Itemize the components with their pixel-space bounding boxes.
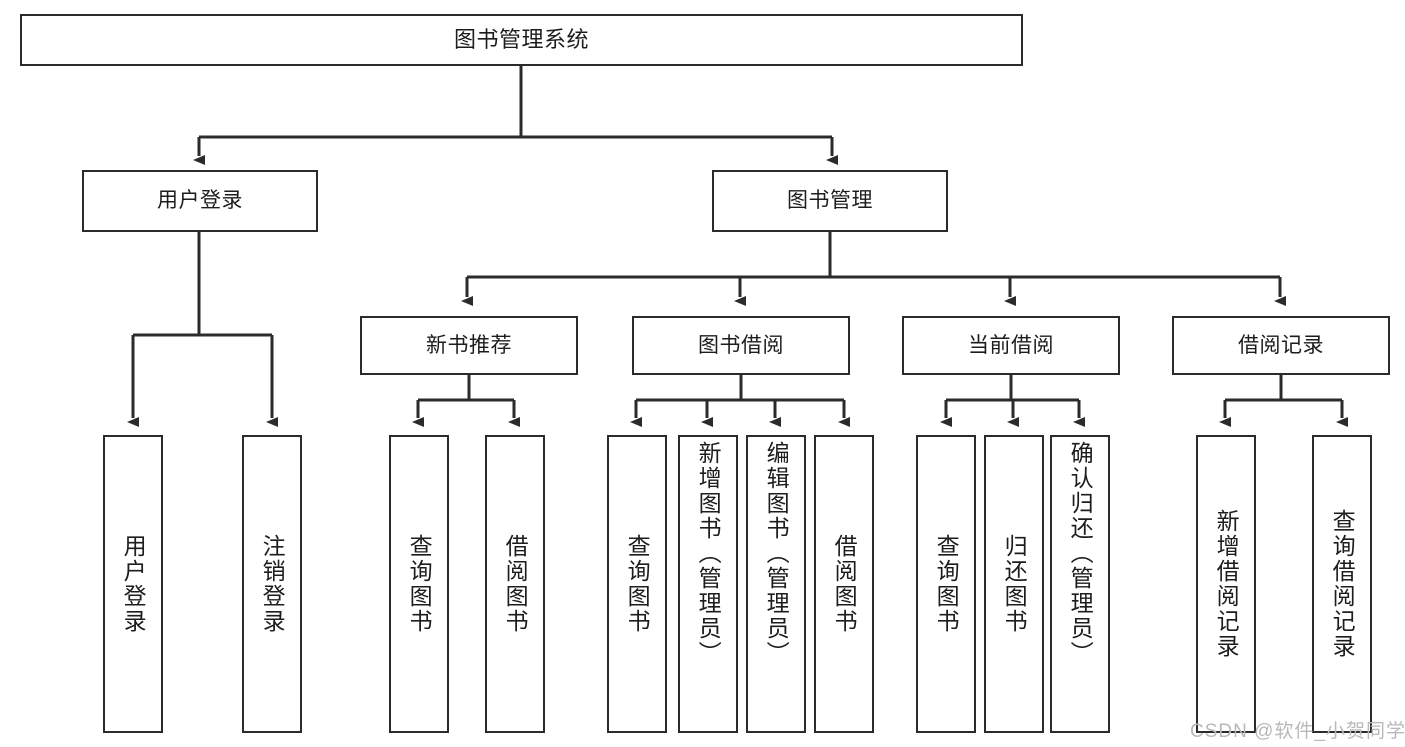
- node-user-login[interactable]: 用户登录: [82, 170, 318, 232]
- node-label: 查询图书: [406, 534, 433, 634]
- node-label: 用户登录: [120, 534, 147, 634]
- node-borrow-record[interactable]: 借阅记录: [1172, 316, 1390, 375]
- node-leaf-borrow-book-1[interactable]: 借阅图书: [485, 435, 545, 733]
- watermark: CSDN @软件_小贺同学: [1190, 721, 1405, 742]
- node-new-book-recommend[interactable]: 新书推荐: [360, 316, 578, 375]
- node-label: 图书管理: [787, 189, 873, 213]
- node-label: 借阅记录: [1238, 333, 1324, 357]
- node-leaf-add-book[interactable]: 新增图书（管理员）: [678, 435, 738, 733]
- node-leaf-query-record[interactable]: 查询借阅记录: [1312, 435, 1372, 733]
- node-label: 新书推荐: [426, 333, 512, 357]
- node-label: 确认归还（管理员）: [1067, 441, 1094, 666]
- node-book-manage[interactable]: 图书管理: [712, 170, 948, 232]
- node-label: 当前借阅: [968, 333, 1054, 357]
- node-label: 新增借阅记录: [1213, 509, 1240, 659]
- node-label: 查询图书: [624, 534, 651, 634]
- node-label: 借阅图书: [831, 534, 858, 634]
- node-leaf-user-logout[interactable]: 注销登录: [242, 435, 302, 733]
- node-label: 图书借阅: [698, 333, 784, 357]
- node-current-borrow[interactable]: 当前借阅: [902, 316, 1120, 375]
- node-leaf-query-book-3[interactable]: 查询图书: [916, 435, 976, 733]
- node-label: 查询借阅记录: [1329, 509, 1356, 659]
- node-leaf-return-book[interactable]: 归还图书: [984, 435, 1044, 733]
- node-label: 新增图书（管理员）: [695, 441, 722, 666]
- node-root-system[interactable]: 图书管理系统: [20, 14, 1023, 66]
- node-leaf-user-login[interactable]: 用户登录: [103, 435, 163, 733]
- node-label: 注销登录: [259, 534, 286, 634]
- node-leaf-query-book-2[interactable]: 查询图书: [607, 435, 667, 733]
- node-label: 查询图书: [933, 534, 960, 634]
- node-leaf-add-record[interactable]: 新增借阅记录: [1196, 435, 1256, 733]
- node-leaf-query-book-1[interactable]: 查询图书: [389, 435, 449, 733]
- node-leaf-edit-book[interactable]: 编辑图书（管理员）: [746, 435, 806, 733]
- node-leaf-borrow-book-2[interactable]: 借阅图书: [814, 435, 874, 733]
- node-label: 借阅图书: [502, 534, 529, 634]
- node-label: 编辑图书（管理员）: [763, 441, 790, 666]
- node-leaf-confirm-return[interactable]: 确认归还（管理员）: [1050, 435, 1110, 733]
- node-label: 图书管理系统: [453, 26, 589, 52]
- node-book-borrow[interactable]: 图书借阅: [632, 316, 850, 375]
- node-label: 用户登录: [157, 189, 243, 213]
- node-label: 归还图书: [1001, 534, 1028, 634]
